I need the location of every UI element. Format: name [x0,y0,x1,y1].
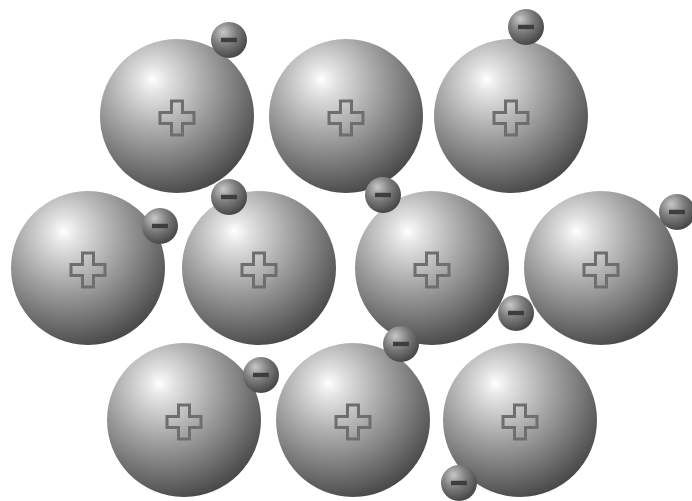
minus-icon [669,210,685,214]
ion-sphere [355,191,509,345]
electron [383,326,419,362]
electron [211,179,247,215]
positive-ion [269,39,423,193]
minus-icon [221,38,237,42]
minus-icon [253,373,269,377]
positive-ions-layer [11,39,678,497]
ion-sphere [524,191,678,345]
minus-icon [508,311,524,315]
positive-ion [107,343,261,497]
electron [211,22,247,58]
minus-icon [393,342,409,346]
ion-sphere [182,191,336,345]
electron [243,357,279,393]
ion-sphere [269,39,423,193]
positive-ion [276,343,430,497]
electron [441,465,477,501]
positive-ion [434,39,588,193]
ion-sphere [11,191,165,345]
electron [142,208,178,244]
minus-icon [451,481,467,485]
ion-sphere [107,343,261,497]
minus-icon [221,195,237,199]
minus-icon [518,25,534,29]
minus-icon [375,193,391,197]
positive-ion [355,191,509,345]
ion-sphere [434,39,588,193]
ion-sphere [100,39,254,193]
positive-ion [524,191,678,345]
positive-ion [182,191,336,345]
electron [365,177,401,213]
minus-icon [152,224,168,228]
positive-ion [11,191,165,345]
electron [498,295,534,331]
positive-ion [100,39,254,193]
ion-sphere [276,343,430,497]
electron [508,9,544,45]
